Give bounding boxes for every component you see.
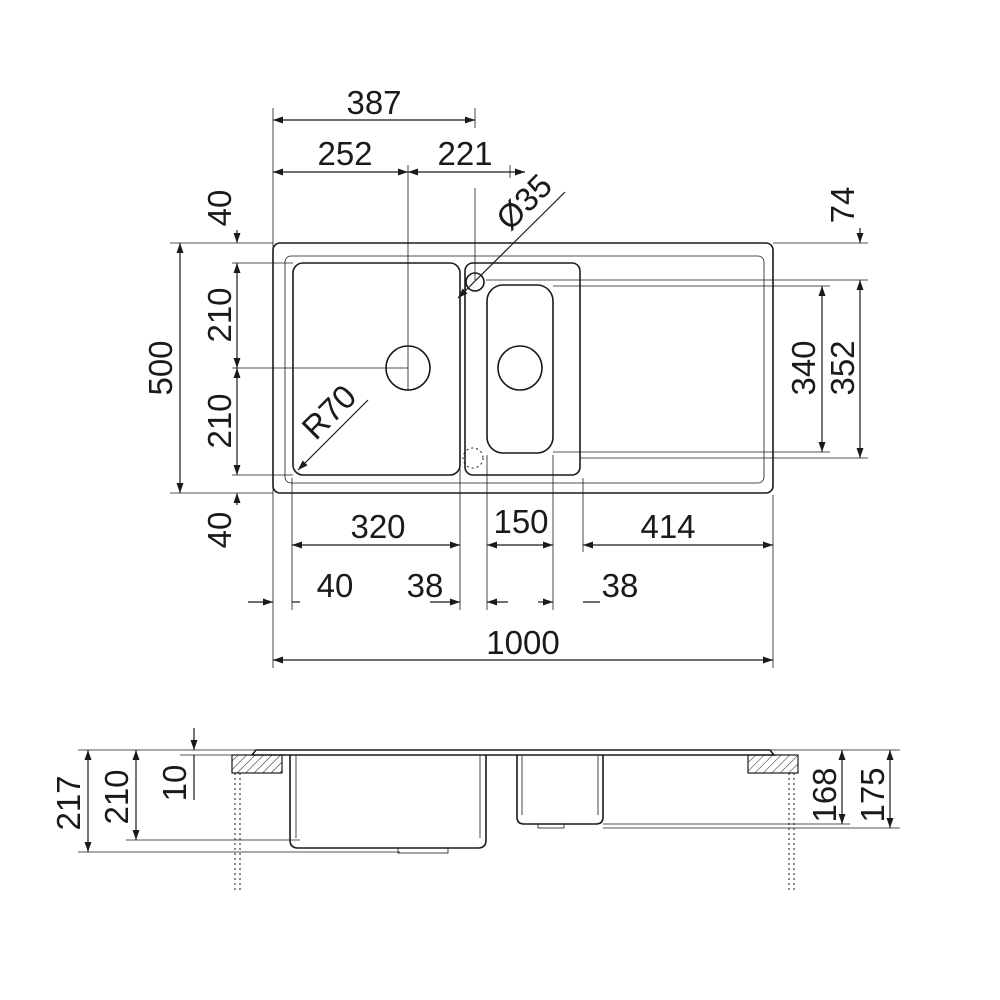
label-38-right: 38 [602, 567, 639, 604]
label-221: 221 [437, 135, 492, 172]
small-bowl-outer [464, 262, 581, 476]
label-252: 252 [317, 135, 372, 172]
small-bowl-drain [537, 823, 565, 829]
label-340: 340 [785, 340, 822, 395]
countertop-right [747, 754, 799, 774]
label-352: 352 [824, 340, 861, 395]
label-74: 74 [824, 187, 861, 224]
main-bowl-drain [397, 847, 449, 854]
countertop-left [231, 754, 283, 774]
small-drain-icon [497, 345, 543, 391]
label-38-left: 38 [407, 567, 444, 604]
sink-inner-rim [284, 255, 765, 484]
label-500: 500 [142, 340, 179, 395]
label-40-top: 40 [201, 190, 238, 227]
leader-diameter [457, 191, 566, 299]
side-view: 217 210 10 168 175 [50, 728, 900, 890]
label-40-bottom: 40 [201, 512, 238, 549]
label-1000: 1000 [486, 624, 559, 661]
label-diameter: Ø35 [489, 167, 559, 237]
main-bowl-profile [289, 755, 487, 849]
top-view: 387 252 221 320 150 414 40 38 38 1000 50… [142, 84, 868, 668]
label-414: 414 [640, 508, 695, 545]
label-387: 387 [346, 84, 401, 121]
small-bowl-inner [486, 284, 554, 454]
small-bowl-profile [516, 755, 604, 825]
label-210-upper: 210 [201, 287, 238, 342]
sink-rim-profile [250, 749, 776, 756]
label-radius: R70 [294, 377, 363, 446]
label-10: 10 [156, 765, 193, 802]
label-320: 320 [350, 508, 405, 545]
label-40-side: 40 [317, 567, 354, 604]
label-210-side: 210 [98, 769, 135, 824]
label-217: 217 [50, 775, 87, 830]
label-150: 150 [493, 503, 548, 540]
label-175: 175 [854, 767, 891, 822]
overflow-hole-icon [462, 447, 484, 469]
leader-radius [297, 399, 369, 471]
label-168: 168 [806, 767, 843, 822]
label-210-lower: 210 [201, 393, 238, 448]
